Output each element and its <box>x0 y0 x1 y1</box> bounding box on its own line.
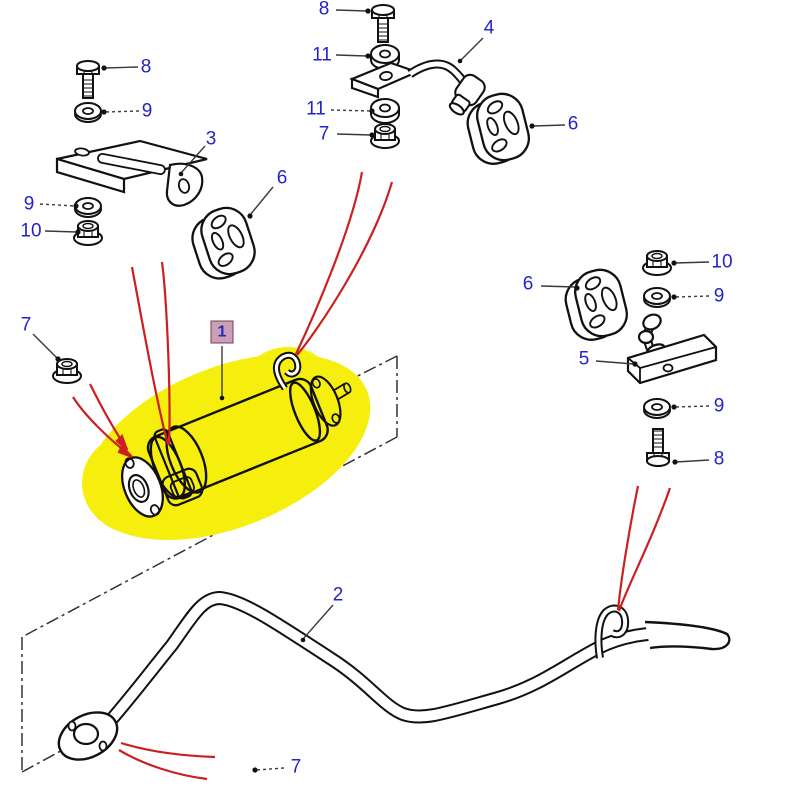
bolt-part-8-right <box>646 428 670 467</box>
nut-part-7-left <box>52 358 82 384</box>
washer-part-9-topleft <box>74 102 102 123</box>
highlight-blob <box>82 347 371 541</box>
exhaust-pipe-part-2 <box>57 590 731 761</box>
callout-leader-lines <box>32 9 710 771</box>
spacer-part-11-lower <box>370 98 400 124</box>
washer-part-9-right-lower <box>643 398 671 419</box>
nut-part-7-mid <box>370 123 400 149</box>
washer-part-9-right-upper <box>643 287 671 308</box>
nut-part-10-right <box>642 250 672 276</box>
rubber-mount-6-right <box>558 264 633 346</box>
silencer-part <box>120 351 352 518</box>
bracket-part-5 <box>626 313 718 385</box>
washer-part-9-left <box>74 197 102 218</box>
bolt-part-8-mid <box>371 4 395 43</box>
bolt-part-8-topleft <box>76 60 100 99</box>
callout-leader-dots <box>55 8 678 773</box>
red-leader-lines <box>72 171 672 781</box>
bracket-part-4 <box>349 59 486 116</box>
bracket-part-3 <box>55 139 208 207</box>
